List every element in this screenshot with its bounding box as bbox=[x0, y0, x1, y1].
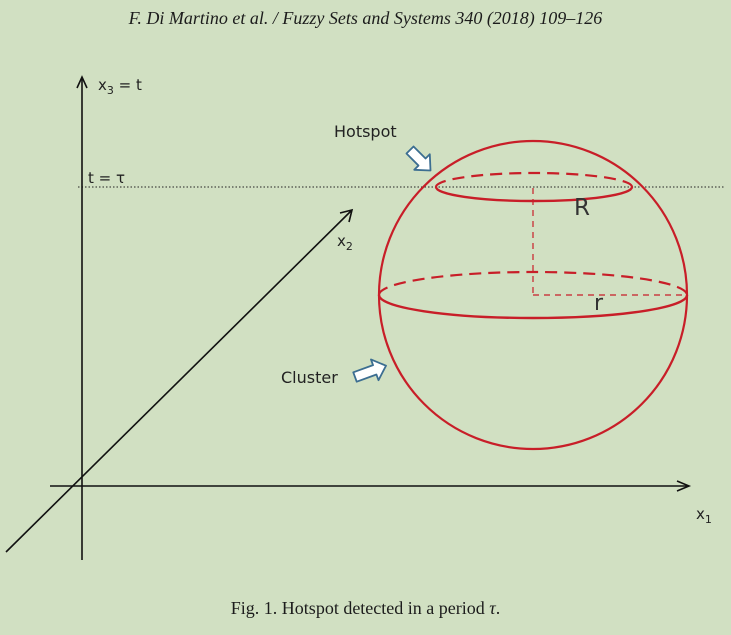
x2-axis-arrowhead bbox=[339, 208, 354, 223]
x1-axis-arrowhead bbox=[676, 480, 692, 492]
x3-axis-arrowhead bbox=[76, 75, 88, 89]
radius-R-label: R bbox=[574, 195, 590, 221]
caption-end: . bbox=[495, 598, 501, 618]
figure-caption: Fig. 1. Hotspot detected in a period τ. bbox=[0, 598, 731, 619]
time-label: t = τ bbox=[88, 169, 125, 187]
equator-front-half bbox=[377, 294, 689, 320]
hotspot-front-half bbox=[434, 186, 634, 203]
x3-axis-label: x3 = t bbox=[98, 76, 142, 97]
hotspot-label: Hotspot bbox=[334, 122, 397, 141]
cluster-pointer-arrow bbox=[352, 358, 387, 383]
running-head: F. Di Martino et al. / Fuzzy Sets and Sy… bbox=[128, 8, 603, 28]
radius-r-label: r bbox=[594, 291, 604, 316]
hotspot-pointer-arrow bbox=[405, 145, 432, 172]
x2-axis-label: x2 bbox=[337, 232, 353, 253]
cluster-label: Cluster bbox=[281, 368, 338, 387]
x2-axis bbox=[5, 209, 353, 553]
hotspot-back-half bbox=[434, 171, 634, 188]
equator-back-half bbox=[377, 270, 689, 296]
x1-axis-label: x1 bbox=[696, 505, 712, 526]
caption-tau-symbol: τ bbox=[489, 598, 496, 618]
caption-text: Fig. 1. Hotspot detected in a period bbox=[230, 598, 490, 618]
